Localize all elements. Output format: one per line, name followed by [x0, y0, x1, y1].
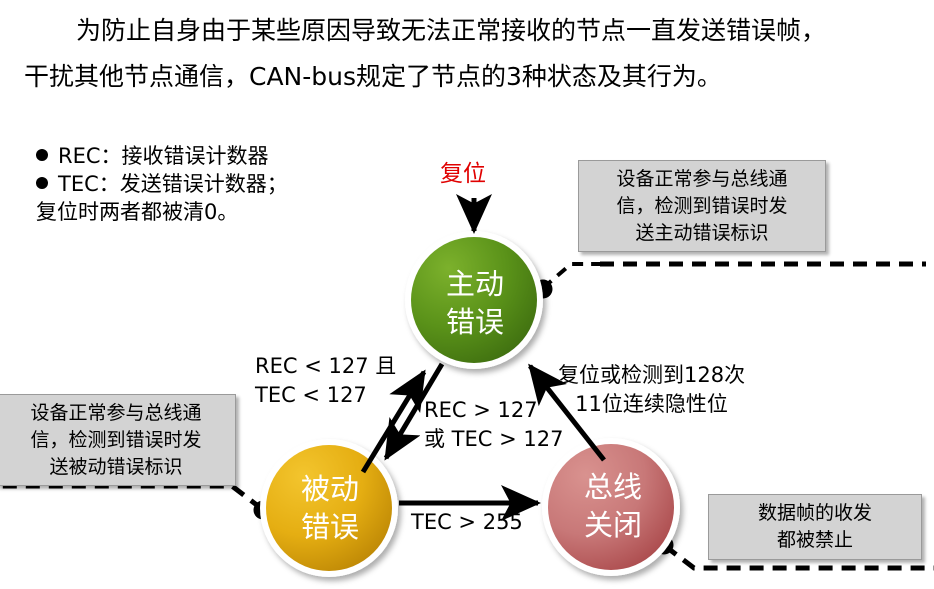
legend-list: REC：接收错误计数器 TEC：发送错误计数器； 复位时两者都被清0。: [36, 142, 288, 226]
intro-paragraph: 为防止自身由于某些原因导致无法正常接收的节点一直发送错误帧， 干扰其他节点通信，…: [24, 8, 914, 100]
node-active-error[interactable]: [405, 231, 543, 369]
callout-busoff-line2: 都被禁止: [776, 529, 853, 551]
callout-passive-line2: 信，检测到错误时发: [30, 428, 202, 451]
intro-line-1: 为防止自身由于某些原因导致无法正常接收的节点一直发送错误帧，: [76, 16, 827, 45]
bullet-icon: [36, 177, 48, 189]
legend-note: 复位时两者都被清0。: [36, 200, 239, 224]
callout-busoff-line1: 数据帧的收发: [757, 502, 872, 524]
legend-item-rec-label: REC：接收错误计数器: [58, 144, 269, 168]
callout-passive-line1: 设备正常参与总线通: [30, 401, 202, 424]
arrow-active-to-passive: [383, 362, 445, 461]
legend-item-rec: REC：接收错误计数器: [36, 142, 288, 170]
node-passive-error[interactable]: [260, 439, 398, 577]
arrow-passive-to-active: [360, 369, 427, 474]
legend-item-tec-label: TEC：发送错误计数器；: [58, 172, 288, 196]
leader-line-passive: [0, 483, 273, 520]
callout-active-line1: 设备正常参与总线通: [616, 167, 788, 190]
callout-active-line2: 信，检测到错误时发: [616, 194, 788, 217]
callout-active-line3: 送主动错误标识: [635, 221, 769, 244]
callout-passive-line3: 送被动错误标识: [49, 455, 183, 478]
arrow-busoff-to-active: [528, 363, 606, 462]
legend-item-tec: TEC：发送错误计数器；: [36, 170, 288, 198]
node-bus-off[interactable]: [542, 438, 680, 576]
callout-active-error: 设备正常参与总线通 信，检测到错误时发 送主动错误标识: [578, 160, 826, 252]
callout-passive-error: 设备正常参与总线通 信，检测到错误时发 送被动错误标识: [0, 394, 236, 486]
intro-line-2: 干扰其他节点通信，CAN-bus规定了节点的3种状态及其行为。: [24, 62, 722, 91]
bullet-icon: [36, 149, 48, 161]
callout-bus-off: 数据帧的收发 都被禁止: [708, 494, 922, 560]
leader-line-active: [533, 261, 926, 299]
